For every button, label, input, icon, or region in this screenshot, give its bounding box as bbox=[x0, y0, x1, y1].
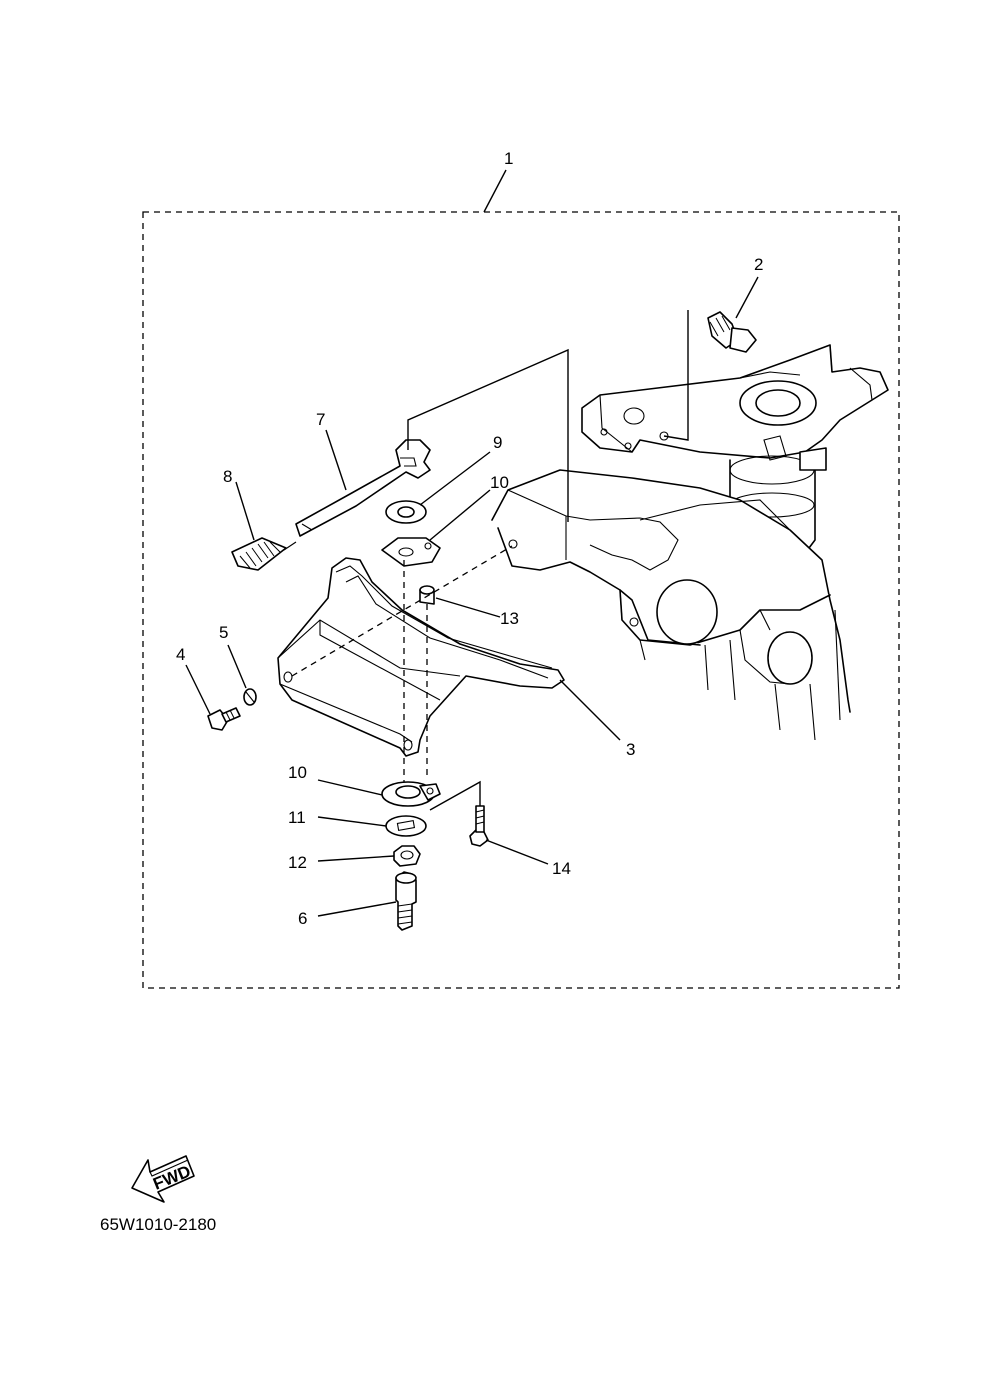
callout-11: 11 bbox=[288, 808, 306, 827]
drawing-code: 65W1010-2180 bbox=[100, 1215, 217, 1234]
callout-12: 12 bbox=[288, 853, 307, 872]
callout-13: 13 bbox=[500, 609, 519, 628]
callout-1: 1 bbox=[504, 149, 513, 168]
part-2-grease-nipple bbox=[707, 276, 759, 353]
part-8-grip bbox=[231, 481, 297, 571]
part-4-bolt bbox=[185, 664, 241, 731]
part-11-lock-plate bbox=[317, 815, 427, 837]
callout-10-lower: 10 bbox=[288, 763, 307, 782]
part-12-nut bbox=[317, 845, 421, 867]
callout-4: 4 bbox=[176, 645, 185, 664]
part-6-shaft bbox=[317, 871, 417, 931]
part-7-wrench bbox=[295, 429, 431, 537]
leader-2 bbox=[663, 310, 689, 441]
part-13-collar bbox=[419, 585, 501, 618]
part-9-washer bbox=[385, 451, 491, 524]
svg-text:FWD: FWD bbox=[150, 1162, 193, 1194]
callout-6: 6 bbox=[298, 909, 307, 928]
callout-8: 8 bbox=[223, 467, 232, 486]
callout-14: 14 bbox=[552, 859, 571, 878]
part-14-screw bbox=[469, 805, 549, 865]
callout-5: 5 bbox=[219, 623, 228, 642]
callout-10-upper: 10 bbox=[490, 473, 509, 492]
callout-9: 9 bbox=[493, 433, 502, 452]
callout-7: 7 bbox=[316, 410, 325, 429]
assembly-boundary bbox=[142, 211, 900, 989]
fwd-arrow-icon: FWD bbox=[131, 1155, 195, 1203]
callout-3: 3 bbox=[626, 740, 635, 759]
swivel-bracket-body bbox=[491, 344, 889, 741]
callout-2: 2 bbox=[754, 255, 763, 274]
part-10-washer-lower bbox=[317, 779, 441, 807]
leader-1 bbox=[483, 169, 507, 213]
part-5-spring-washer bbox=[227, 644, 257, 706]
leader-14-to-washer bbox=[429, 780, 481, 811]
leader-7-to-body bbox=[407, 348, 569, 522]
axis-bolt bbox=[291, 545, 513, 677]
part-3-bracket bbox=[277, 557, 621, 757]
